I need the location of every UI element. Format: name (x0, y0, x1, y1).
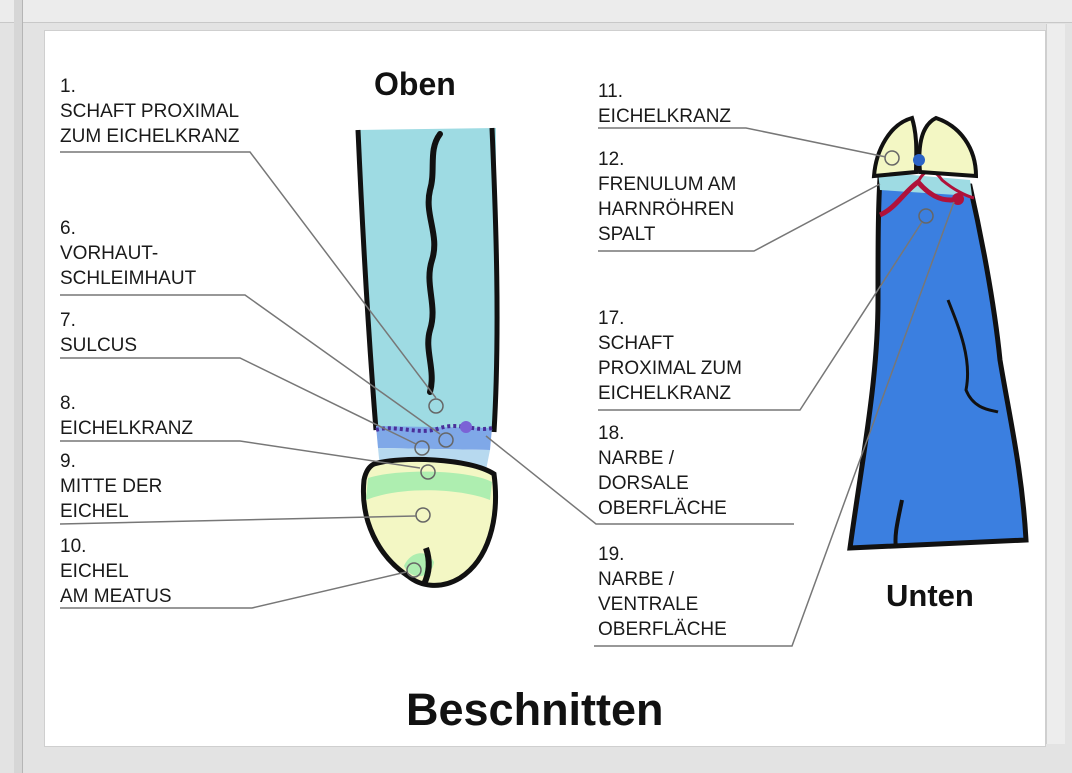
label-12-line-2: HARNRÖHREN (598, 197, 736, 222)
label-1-line-1: SCHAFT PROXIMAL (60, 99, 239, 124)
label-17-number: 17. (598, 306, 742, 331)
heading-oben: Oben (374, 66, 456, 103)
label-11-line-1: EICHELKRANZ (598, 104, 731, 129)
label-18-line-3: OBERFLÄCHE (598, 496, 727, 521)
label-18: 18. NARBE / DORSALE OBERFLÄCHE (598, 421, 727, 521)
heading-unten: Unten (886, 578, 974, 614)
bottom-glans-right (919, 118, 976, 176)
label-11-number: 11. (598, 79, 731, 104)
label-18-number: 18. (598, 421, 727, 446)
label-7-line-1: SULCUS (60, 333, 137, 358)
bottom-view-illustration (850, 118, 1026, 548)
label-9: 9. MITTE DER EICHEL (60, 449, 162, 524)
bottom-meatus-dot (913, 154, 925, 166)
label-10-line-1: EICHEL (60, 559, 172, 584)
label-8: 8. EICHELKRANZ (60, 391, 193, 441)
label-9-number: 9. (60, 449, 162, 474)
label-18-line-2: DORSALE (598, 471, 727, 496)
label-10-number: 10. (60, 534, 172, 559)
leader-lines (60, 128, 954, 646)
label-8-number: 8. (60, 391, 193, 416)
label-17-line-1: SCHAFT (598, 331, 742, 356)
label-12-line-3: SPALT (598, 222, 736, 247)
bottom-shaft (850, 178, 1026, 548)
label-6-number: 6. (60, 216, 196, 241)
label-1: 1. SCHAFT PROXIMAL ZUM EICHELKRANZ (60, 74, 239, 149)
label-7-number: 7. (60, 308, 137, 333)
label-12-number: 12. (598, 147, 736, 172)
label-6: 6. VORHAUT- SCHLEIMHAUT (60, 216, 196, 291)
label-1-number: 1. (60, 74, 239, 99)
bottom-glans-left (874, 118, 916, 176)
label-8-line-1: EICHELKRANZ (60, 416, 193, 441)
heading-beschnitten: Beschnitten (406, 684, 664, 736)
label-19-line-2: VENTRALE (598, 592, 727, 617)
label-17-line-3: EICHELKRANZ (598, 381, 742, 406)
label-6-line-2: SCHLEIMHAUT (60, 266, 196, 291)
label-17-line-2: PROXIMAL ZUM (598, 356, 742, 381)
label-7: 7. SULCUS (60, 308, 137, 358)
label-10: 10. EICHEL AM MEATUS (60, 534, 172, 609)
label-1-line-2: ZUM EICHELKRANZ (60, 124, 239, 149)
label-12: 12. FRENULUM AM HARNRÖHREN SPALT (598, 147, 736, 247)
label-12-line-1: FRENULUM AM (598, 172, 736, 197)
label-19-number: 19. (598, 542, 727, 567)
label-19: 19. NARBE / VENTRALE OBERFLÄCHE (598, 542, 727, 642)
label-9-line-2: EICHEL (60, 499, 162, 524)
label-19-line-1: NARBE / (598, 567, 727, 592)
label-19-line-3: OBERFLÄCHE (598, 617, 727, 642)
top-scar-dot (460, 421, 472, 433)
label-6-line-1: VORHAUT- (60, 241, 196, 266)
label-18-line-1: NARBE / (598, 446, 727, 471)
label-10-line-2: AM MEATUS (60, 584, 172, 609)
label-9-line-1: MITTE DER (60, 474, 162, 499)
label-17: 17. SCHAFT PROXIMAL ZUM EICHELKRANZ (598, 306, 742, 406)
label-11: 11. EICHELKRANZ (598, 79, 731, 129)
